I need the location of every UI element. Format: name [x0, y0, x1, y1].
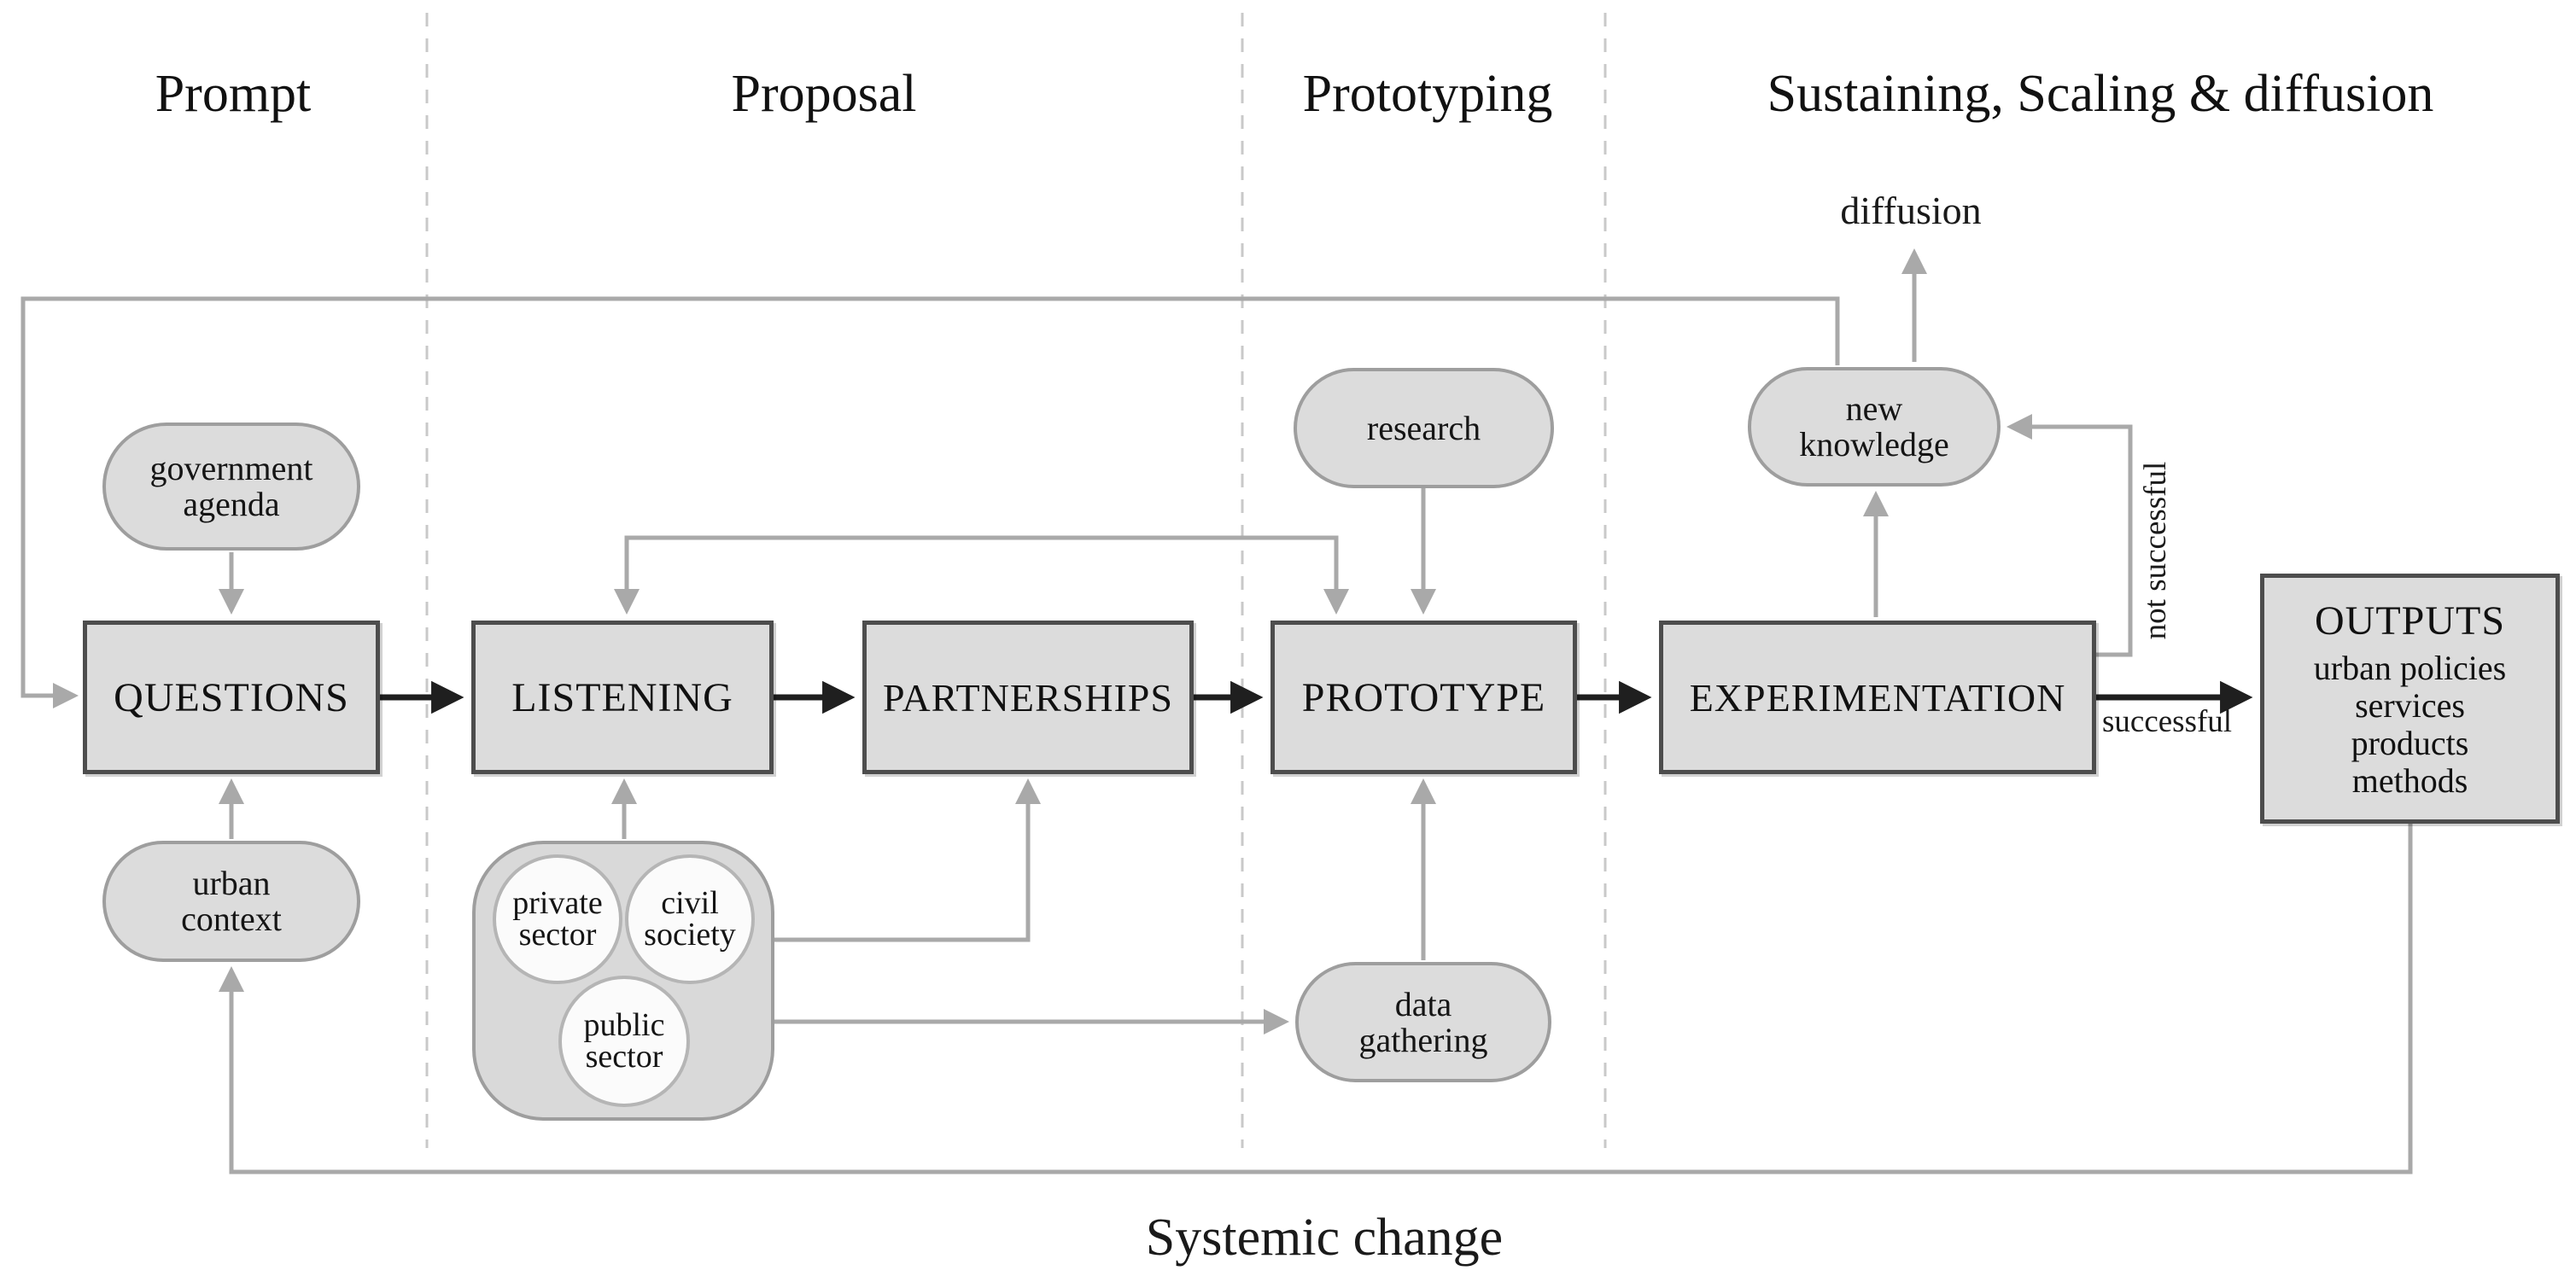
outputs-title: OUTPUTS: [2314, 598, 2506, 644]
node-research: research: [1294, 368, 1554, 488]
outputs-item-urban-policies: urban policies: [2313, 649, 2507, 687]
phase-header-prompt: Prompt: [155, 64, 312, 123]
stakeholder-public-sector: public sector: [558, 976, 690, 1107]
label-not-successful: not successful: [2137, 461, 2173, 640]
edge-stakeholders-to-partnerships: [774, 778, 1041, 942]
node-new-knowledge: new knowledge: [1748, 367, 2001, 487]
stakeholder-private-sector: private sector: [493, 854, 622, 984]
outputs-item-products: products: [2351, 724, 2469, 762]
stage-partnerships: PARTNERSHIPS: [862, 621, 1194, 774]
outputs-item-methods: methods: [2351, 761, 2468, 800]
node-urban-context: urban context: [102, 841, 360, 962]
edge-not-successful: [2006, 414, 2133, 657]
stage-prototype: PROTOTYPE: [1270, 621, 1577, 774]
outputs-item-services: services: [2355, 686, 2465, 725]
phase-header-sustaining: Sustaining, Scaling & diffusion: [1767, 64, 2434, 123]
edge-outputs-to-urban-context: [219, 824, 2413, 1174]
stage-questions: QUESTIONS: [83, 621, 380, 774]
outputs-box: OUTPUTS urban policies services products…: [2260, 574, 2560, 824]
stakeholder-civil-society: civil society: [625, 854, 755, 984]
node-government-agenda: government agenda: [102, 423, 360, 551]
stage-listening: LISTENING: [471, 621, 774, 774]
label-successful: successful: [2102, 703, 2233, 739]
label-diffusion: diffusion: [1840, 188, 1982, 232]
phase-header-prototyping: Prototyping: [1302, 64, 1553, 123]
label-systemic-change: Systemic change: [1145, 1208, 1504, 1267]
phase-header-proposal: Proposal: [731, 64, 917, 123]
edge-listening-prototype-loop: [614, 535, 1349, 615]
edge-new-knowledge-to-questions: [20, 296, 1840, 708]
node-data-gathering: data gathering: [1295, 962, 1551, 1082]
stage-experimentation: EXPERIMENTATION: [1659, 621, 2096, 774]
